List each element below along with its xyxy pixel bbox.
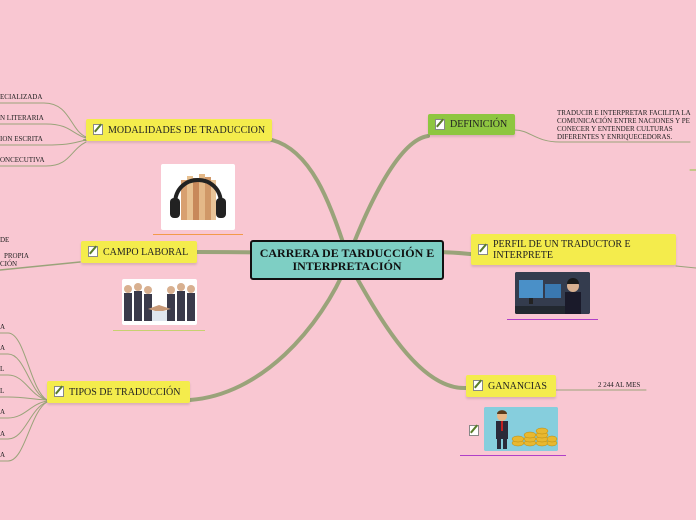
tipos-leaf-4[interactable]: L [0,387,4,395]
topic-label: PERFIL DE UN TRADUCTOR E INTERPRETE [493,239,676,261]
topic-label: GANANCIAS [488,381,547,392]
money-businessman-image [484,407,558,451]
headphones-books-image [161,164,235,230]
note-icon [93,124,103,135]
ganancias-value[interactable]: 2 244 AL MES [598,381,640,389]
tipos-leaf-1[interactable]: A [0,323,5,331]
note-icon [478,244,488,255]
topic-definicion[interactable]: DEFINICIÓN [428,114,515,135]
modalidades-leaf-1[interactable]: ECIALIZADA [0,93,42,101]
tipos-leaf-5[interactable]: A [0,408,5,416]
topic-label: DEFINICIÓN [450,119,507,130]
note-icon [473,380,483,391]
central-topic[interactable]: CARRERA DE TARDUCCIÓN E INTERPRETACIÓN [250,240,444,280]
note-icon [435,119,445,130]
modalidades-leaf-2[interactable]: N LITERARIA [0,114,44,122]
topic-label: TIPOS DE TRADUCCIÓN [69,387,181,398]
definicion-note[interactable]: TRADUCIR E INTERPRETAR FACILITA LA COMUN… [557,109,693,141]
campo-leaf-3[interactable]: CIÓN [0,260,17,268]
campo-leaf-2[interactable]: PROPIA [4,252,29,260]
modalidades-leaf-4[interactable]: ONCECUTIVA [0,156,45,164]
handshake-group-image [122,279,197,325]
topic-modalidades[interactable]: MODALIDADES DE TRADUCCION [86,119,272,141]
topic-ganancias[interactable]: GANANCIAS [466,375,556,397]
image-underline [153,234,243,235]
image-underline [113,330,205,331]
campo-leaf-1[interactable]: DE [0,236,9,244]
topic-label: CAMPO LABORAL [103,247,188,258]
tipos-leaf-6[interactable]: A [0,430,5,438]
topic-campo-laboral[interactable]: CAMPO LABORAL [81,241,197,263]
topic-label: MODALIDADES DE TRADUCCION [108,125,265,136]
tipos-leaf-2[interactable]: A [0,344,5,352]
computer-worker-image [515,272,590,314]
modalidades-leaf-3[interactable]: ION ESCRITA [0,135,43,143]
note-icon [88,246,98,257]
image-underline [507,319,598,320]
image-underline [460,455,566,456]
tipos-leaf-3[interactable]: L [0,365,4,373]
note-icon [469,425,479,436]
note-icon [54,386,64,397]
topic-perfil[interactable]: PERFIL DE UN TRADUCTOR E INTERPRETE [471,234,676,265]
topic-tipos[interactable]: TIPOS DE TRADUCCIÓN [47,381,190,403]
tipos-leaf-7[interactable]: A [0,451,5,459]
